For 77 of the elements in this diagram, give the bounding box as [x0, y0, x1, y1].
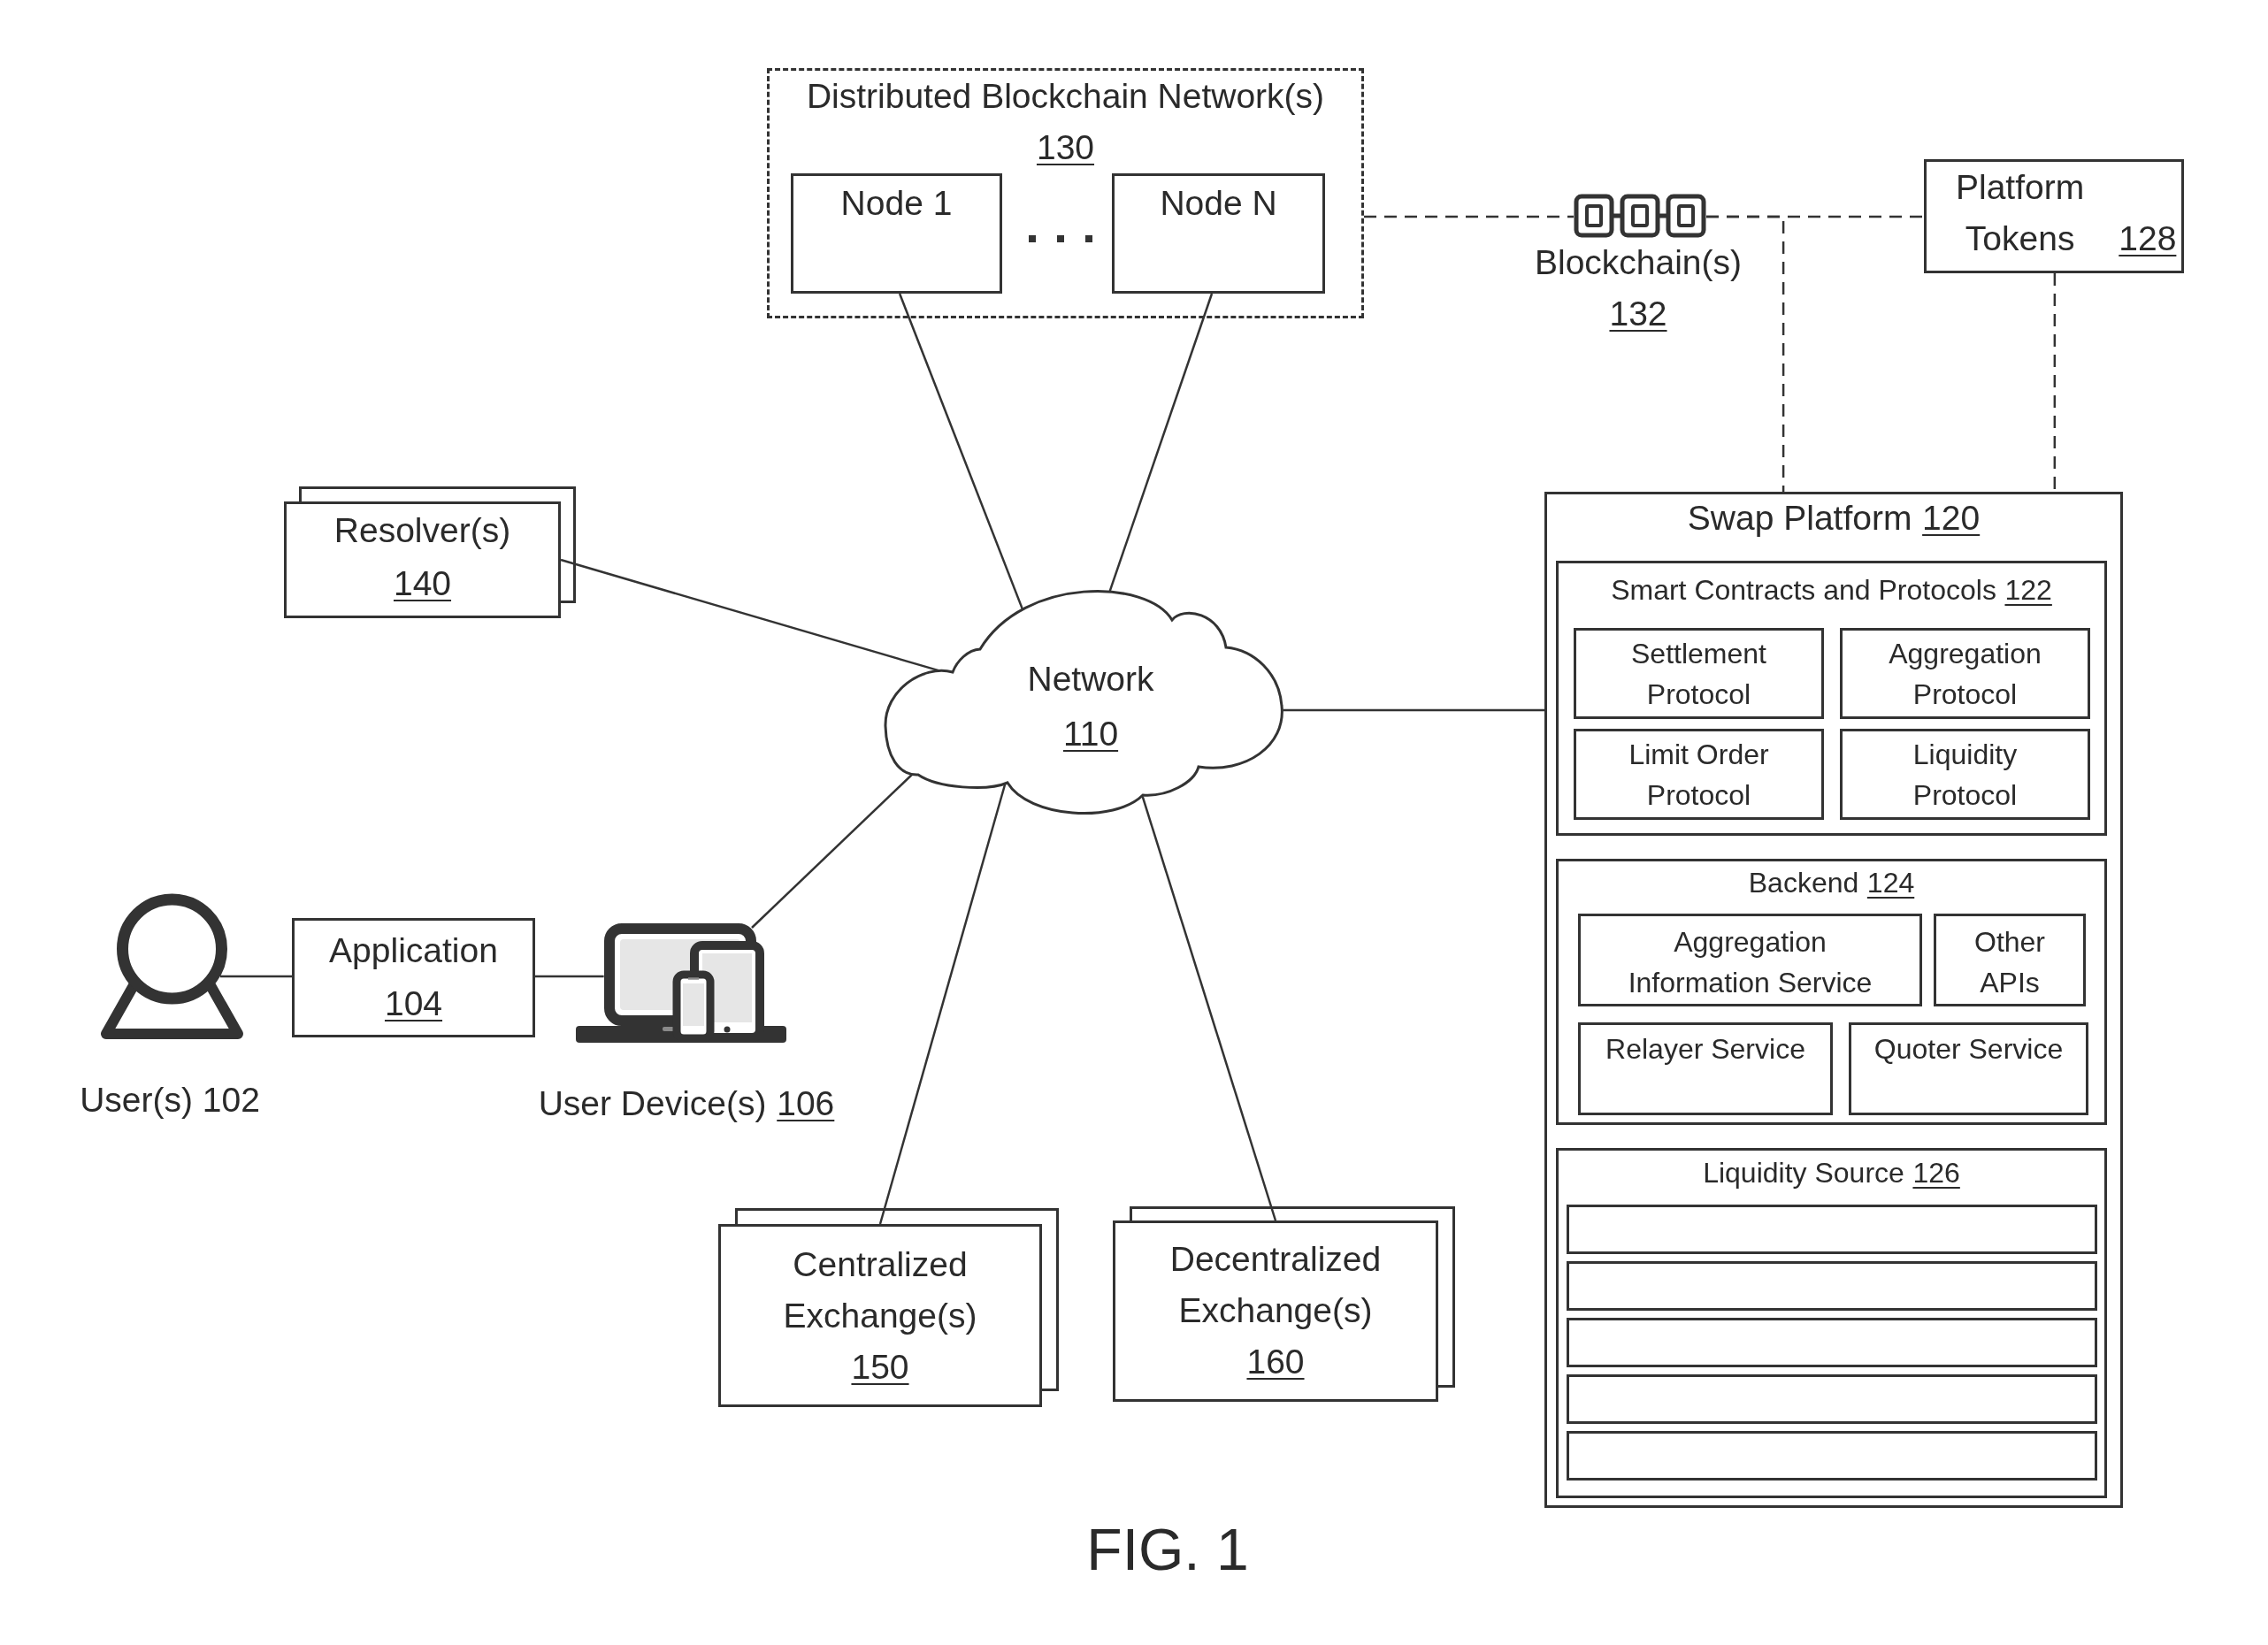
reference-numeral: 140 [393, 563, 452, 604]
dashed-group-frame [767, 68, 1364, 318]
group-heading: Swap Platform [1687, 498, 1912, 539]
group-heading: Distributed Blockchain Network(s) [806, 76, 1325, 117]
reference-numeral: 150 [851, 1347, 909, 1388]
node-block [1112, 173, 1325, 294]
component-block [1840, 729, 2090, 820]
connector-line [560, 558, 939, 672]
stacked-component-block [718, 1224, 1042, 1407]
component-label: Network [1027, 659, 1154, 700]
component-label: Aggregation Information Service [1627, 925, 1873, 1000]
reference-numeral: 130 [1036, 127, 1095, 168]
empty-slot-bar [1567, 1431, 2097, 1480]
connector-line [898, 293, 1023, 609]
component-block [292, 918, 535, 1037]
platform-panel [1544, 492, 2123, 1508]
component-label: Relayer Service [1605, 1032, 1805, 1067]
reference-numeral: 132 [1609, 294, 1667, 334]
component-label: Node N [1160, 183, 1277, 223]
component-label: Liquidity Protocol [1912, 738, 2019, 813]
component-label: Platform Tokens [1955, 167, 2086, 259]
connector-line [535, 975, 604, 978]
empty-slot-bar [1567, 1261, 2097, 1311]
blockchain-icon [1574, 193, 1706, 239]
connector-line [220, 975, 292, 978]
person-icon [101, 892, 243, 1040]
component-label: Other APIs [1973, 925, 2046, 1000]
empty-slot-bar [1567, 1205, 2097, 1254]
group-panel [1556, 859, 2107, 1125]
component-label: Decentralized Exchange(s) [1168, 1239, 1383, 1331]
group-panel [1556, 1148, 2107, 1498]
dashed-connector-line [1706, 215, 1785, 492]
component-block [1934, 914, 2086, 1006]
icon-caption: User(s) 102 [80, 1080, 260, 1121]
component-block [1574, 628, 1824, 719]
component-block [1840, 628, 2090, 719]
component-label: Quoter Service [1873, 1032, 2064, 1067]
group-panel [1556, 561, 2107, 836]
laptop-devices-icon [576, 923, 786, 1043]
empty-slot-bar [1567, 1318, 2097, 1367]
figure-caption: FIG. 1 [1086, 1517, 1249, 1582]
dashed-connector-line [1364, 215, 1574, 218]
reference-numeral: 106 [777, 1083, 835, 1124]
component-block [1924, 159, 2184, 273]
component-block [1578, 914, 1922, 1006]
node-block [791, 173, 1002, 294]
connector-line [751, 774, 913, 929]
stacked-component-block [1113, 1220, 1438, 1402]
reference-numeral: 120 [1922, 498, 1981, 539]
component-block [1578, 1022, 1833, 1115]
component-label: Aggregation Protocol [1888, 637, 2042, 712]
component-block [1849, 1022, 2088, 1115]
group-heading: Liquidity Source [1703, 1156, 1904, 1190]
reference-numeral: 160 [1246, 1342, 1305, 1382]
reference-numeral: 128 [2119, 218, 2177, 259]
icon-caption: User Device(s) [538, 1083, 767, 1124]
icon-caption: Blockchain(s) [1534, 242, 1743, 283]
group-heading: Smart Contracts and Protocols [1611, 573, 1996, 608]
component-label: Application [329, 930, 498, 971]
dashed-connector-line [2053, 273, 2057, 492]
reference-numeral: 122 [2004, 573, 2052, 608]
component-block [1574, 729, 1824, 820]
component-label: Settlement Protocol [1630, 637, 1767, 712]
component-label: Centralized Exchange(s) [782, 1244, 978, 1336]
reference-numeral: 124 [1866, 866, 1915, 900]
component-label: Resolver(s) [333, 510, 511, 551]
connector-line [1283, 708, 1544, 712]
empty-slot-bar [1567, 1374, 2097, 1424]
component-label: Limit Order Protocol [1628, 738, 1770, 813]
connector-line [1141, 796, 1277, 1221]
connector-line [1108, 293, 1214, 592]
reference-numeral: 110 [1062, 714, 1119, 754]
reference-numeral: 126 [1912, 1156, 1960, 1190]
component-label: Node 1 [840, 183, 953, 223]
group-heading: Backend [1748, 866, 1859, 900]
reference-numeral: 104 [384, 983, 443, 1024]
stacked-component-block [284, 501, 561, 618]
